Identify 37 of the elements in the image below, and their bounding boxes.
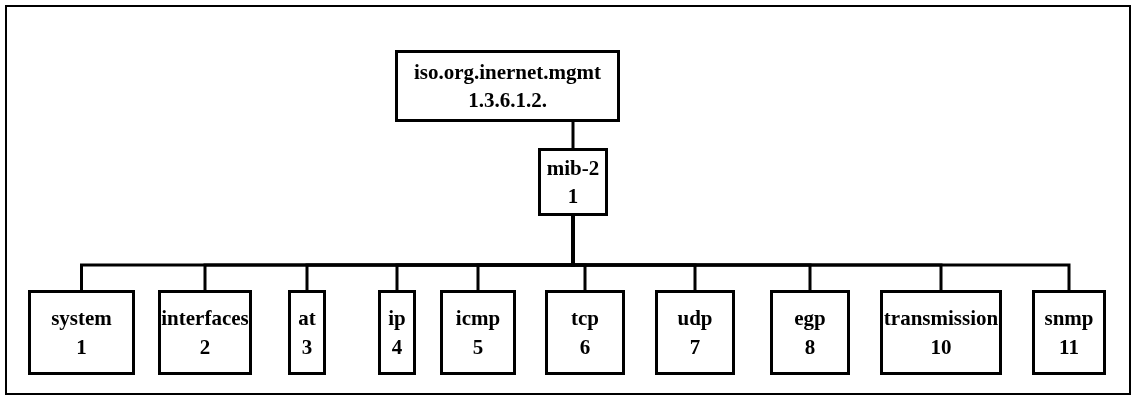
node-box: [538, 148, 608, 216]
tree-connector: [571, 122, 575, 148]
node-box: [28, 290, 135, 375]
node-name: tcp: [571, 305, 599, 333]
node-name: ip: [388, 305, 406, 333]
node-box: [770, 290, 850, 375]
node-box: [545, 290, 625, 375]
node-number: 3: [301, 333, 313, 361]
node-box: [655, 290, 735, 375]
node-box: [1032, 290, 1106, 375]
node-name: transmission: [883, 305, 999, 333]
node-name: mib-2: [546, 154, 600, 182]
node-name: udp: [677, 305, 713, 333]
node-name: interfaces: [161, 305, 249, 333]
node-number: 2: [199, 333, 211, 361]
node-number: 10: [930, 333, 952, 361]
node-number: 1: [76, 333, 87, 361]
node-number: 5: [472, 333, 484, 361]
node-name: at: [298, 305, 316, 333]
node-box: [378, 290, 416, 375]
node-name: egp: [794, 305, 826, 333]
node-number: 1: [567, 183, 579, 210]
node-box: [880, 290, 1002, 375]
node-number: 8: [804, 333, 816, 361]
node-box: [440, 290, 516, 375]
node-name: icmp: [455, 305, 501, 333]
node-box: [395, 50, 620, 122]
node-number: 11: [1059, 333, 1079, 361]
node-name: system: [51, 305, 112, 333]
node-name: iso.org.inernet.mgmt: [413, 58, 602, 86]
node-number: 1.3.6.1.2.: [468, 87, 547, 114]
node-number: 6: [579, 333, 591, 361]
node-number: 4: [391, 333, 403, 361]
node-box: [288, 290, 326, 375]
node-box: [158, 290, 252, 375]
node-name: snmp: [1044, 305, 1094, 333]
node-number: 7: [689, 333, 701, 361]
